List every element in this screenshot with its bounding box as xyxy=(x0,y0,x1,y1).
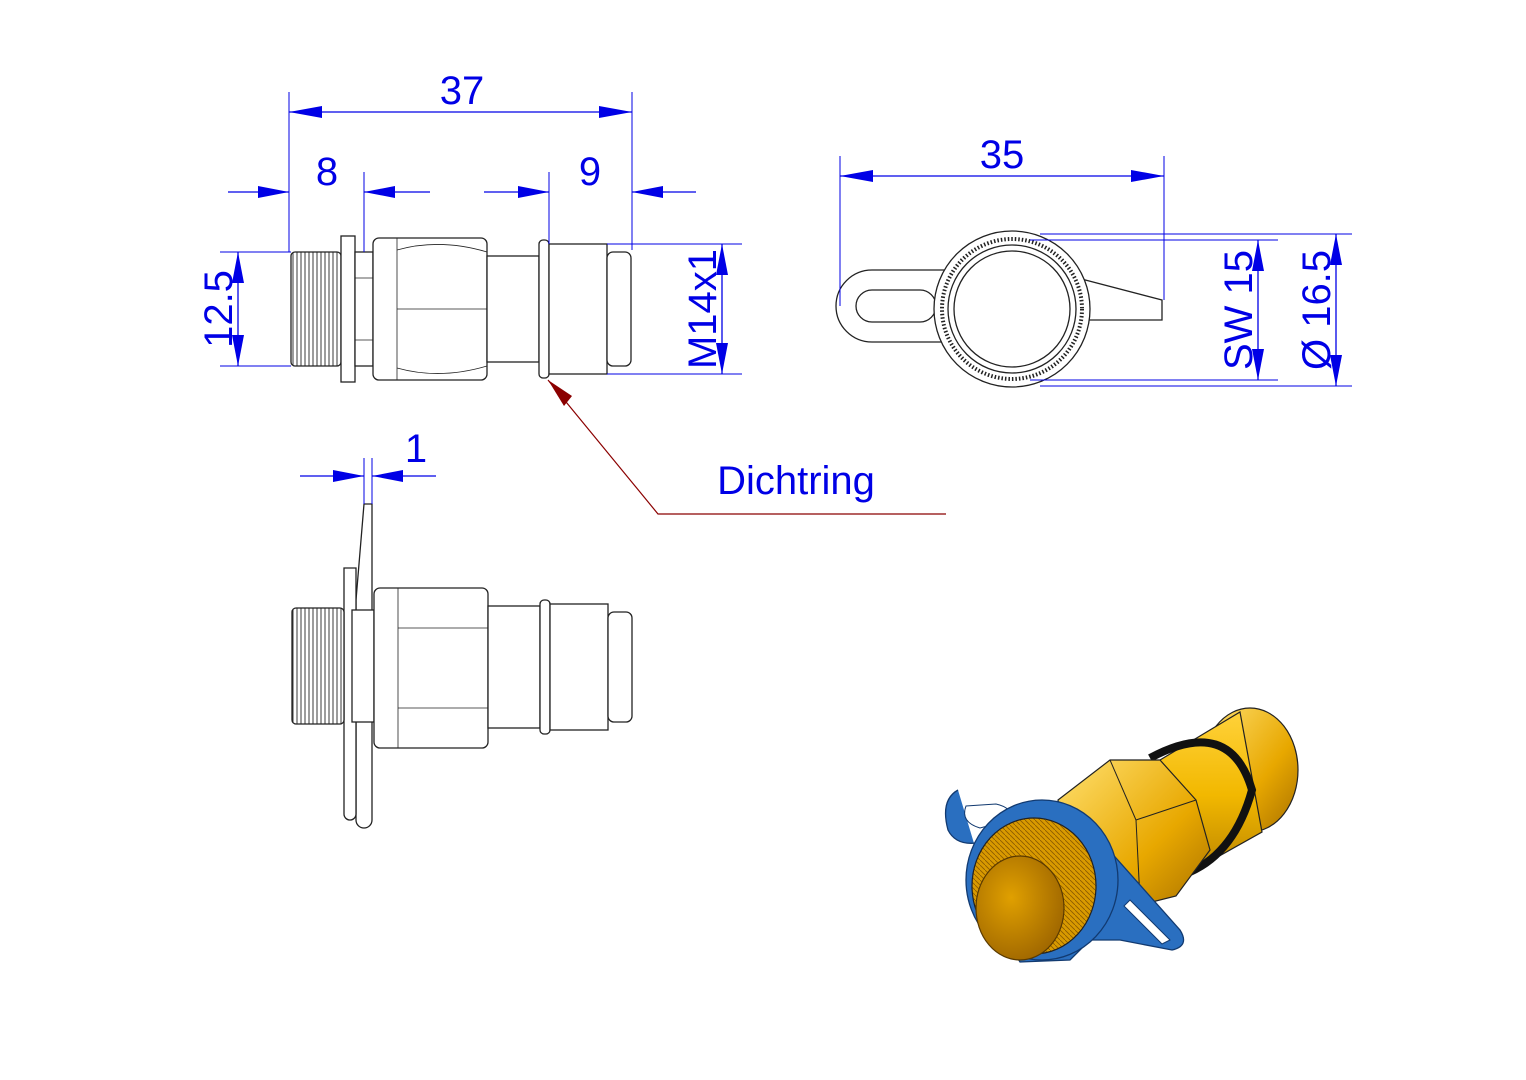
seal-ring-leader: Dichtring xyxy=(547,379,946,515)
cap-face xyxy=(953,250,1071,368)
dim-knob-length: 8 xyxy=(316,150,338,194)
dim-end-width: 35 xyxy=(980,133,1025,177)
collar xyxy=(354,251,374,367)
plate-thickness-dimension: 1 xyxy=(300,427,436,504)
dim-outer-diameter: Ø 16.5 xyxy=(1295,250,1339,370)
dim-thread-size: M14x1 xyxy=(681,249,725,369)
neck xyxy=(486,255,540,363)
dim-plate-thickness: 1 xyxy=(405,427,427,471)
thread-section xyxy=(548,243,608,375)
dim-thread-length: 9 xyxy=(579,150,601,194)
dim-wrench-size: SW 15 xyxy=(1217,250,1261,370)
knob-knurled-2 xyxy=(291,607,345,725)
assembly-view xyxy=(291,503,633,829)
dim-knob-diameter: 12.5 xyxy=(197,270,241,348)
seal-ring xyxy=(538,239,550,379)
side-view-dimensions: 37 8 9 12.5 M14x1 xyxy=(197,69,742,375)
end-view xyxy=(835,230,1163,388)
iso-cap-face xyxy=(975,855,1065,961)
thread-tip xyxy=(606,251,632,367)
knob-knurled xyxy=(290,251,342,367)
dim-overall-length: 37 xyxy=(440,69,485,113)
end-view-dimensions: 35 SW 15 Ø 16.5 xyxy=(839,133,1352,387)
mounting-plate xyxy=(340,235,356,383)
side-view xyxy=(290,235,632,383)
hex-body-2 xyxy=(373,587,489,749)
label-seal-ring: Dichtring xyxy=(717,459,875,503)
isometric-render xyxy=(944,707,1299,963)
